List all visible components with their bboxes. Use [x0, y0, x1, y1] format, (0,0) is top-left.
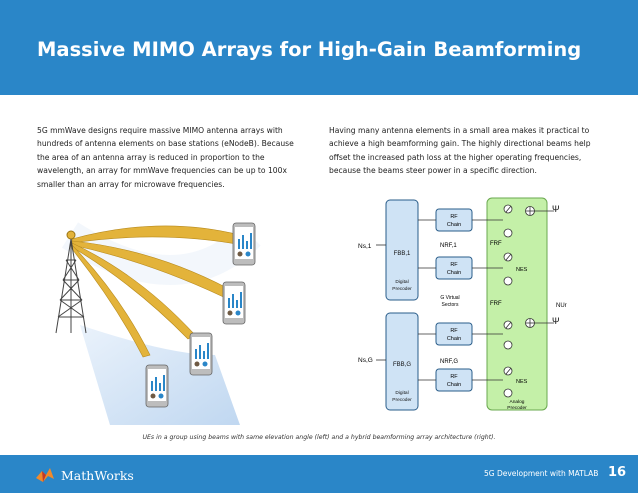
svg-text:Sectors: Sectors — [442, 302, 459, 308]
frf-label-top: FRF — [490, 241, 502, 247]
beam-4 — [71, 244, 151, 358]
svg-text:RF: RF — [450, 374, 458, 380]
svg-text:Ψ: Ψ — [552, 316, 560, 326]
rf-chain-box: RF Chain — [435, 322, 473, 346]
precoder-bottom-label: FBB,G — [393, 362, 411, 368]
rf-chain-box: RF Chain — [435, 256, 473, 280]
header-bar: Massive MIMO Arrays for High-Gain Beamfo… — [0, 0, 638, 95]
mathworks-logo[interactable]: MathWorks — [35, 465, 134, 485]
svg-text:Ψ: Ψ — [552, 204, 560, 214]
page-number: 16 — [608, 465, 627, 480]
phone-icon — [232, 222, 256, 266]
digital-precoder-bottom — [385, 312, 419, 411]
hybrid-beamforming-diagram: FBB,1 Digital Precoder FBB,G Digital Pre… — [358, 197, 567, 411]
svg-text:RF: RF — [450, 214, 458, 220]
svg-text:Chain: Chain — [447, 270, 461, 276]
nes-label-2: NES — [516, 379, 528, 385]
nes-label: NES — [516, 267, 528, 273]
beamforming-illustration — [55, 222, 261, 425]
rf-chain-box: RF Chain — [435, 368, 473, 392]
phone-icon — [145, 364, 169, 408]
analog-precoder-box — [486, 197, 548, 411]
svg-text:Precoder: Precoder — [507, 405, 527, 411]
svg-text:Precoder: Precoder — [392, 286, 412, 292]
right-paragraph: Having many antenna elements in a small … — [329, 126, 591, 176]
brand-wordmark: MathWorks — [61, 467, 134, 483]
digital-precoder-top — [385, 199, 419, 301]
svg-text:Analog: Analog — [510, 399, 525, 405]
nsg-label: Ns,G — [358, 357, 373, 364]
beam-3 — [71, 242, 196, 340]
phone-icon — [189, 332, 213, 376]
nrfg-label: NRF,G — [440, 359, 458, 365]
svg-text:Chain: Chain — [447, 382, 461, 388]
svg-text:Chain: Chain — [447, 336, 461, 342]
frf-label-mid: FRF — [490, 301, 502, 307]
g-virtual-sectors-label: G Virtual — [440, 295, 459, 301]
phone-icon — [222, 281, 246, 325]
svg-text:RF: RF — [450, 328, 458, 334]
page-title: Massive MIMO Arrays for High-Gain Beamfo… — [37, 38, 582, 61]
membrane-logo-icon — [36, 468, 54, 482]
left-paragraph: 5G mmWave designs require massive MIMO a… — [37, 126, 294, 189]
footer-doc-title: 5G Development with MATLAB — [484, 469, 599, 478]
figure-caption: UEs in a group using beams with same ele… — [142, 434, 496, 441]
svg-text:RF: RF — [450, 262, 458, 268]
tower-icon — [55, 230, 87, 334]
nur-label: NUr — [556, 303, 567, 309]
rf-chain-box: RF Chain — [435, 208, 473, 232]
svg-text:Digital: Digital — [395, 279, 408, 285]
precoder-top-label: FBB,1 — [394, 251, 411, 257]
nrf1-label: NRF,1 — [440, 243, 457, 249]
svg-text:Digital: Digital — [395, 390, 408, 396]
svg-text:Precoder: Precoder — [392, 397, 412, 403]
svg-text:Chain: Chain — [447, 222, 461, 228]
footer-bar — [0, 455, 638, 493]
ns1-label: Ns,1 — [358, 243, 372, 250]
